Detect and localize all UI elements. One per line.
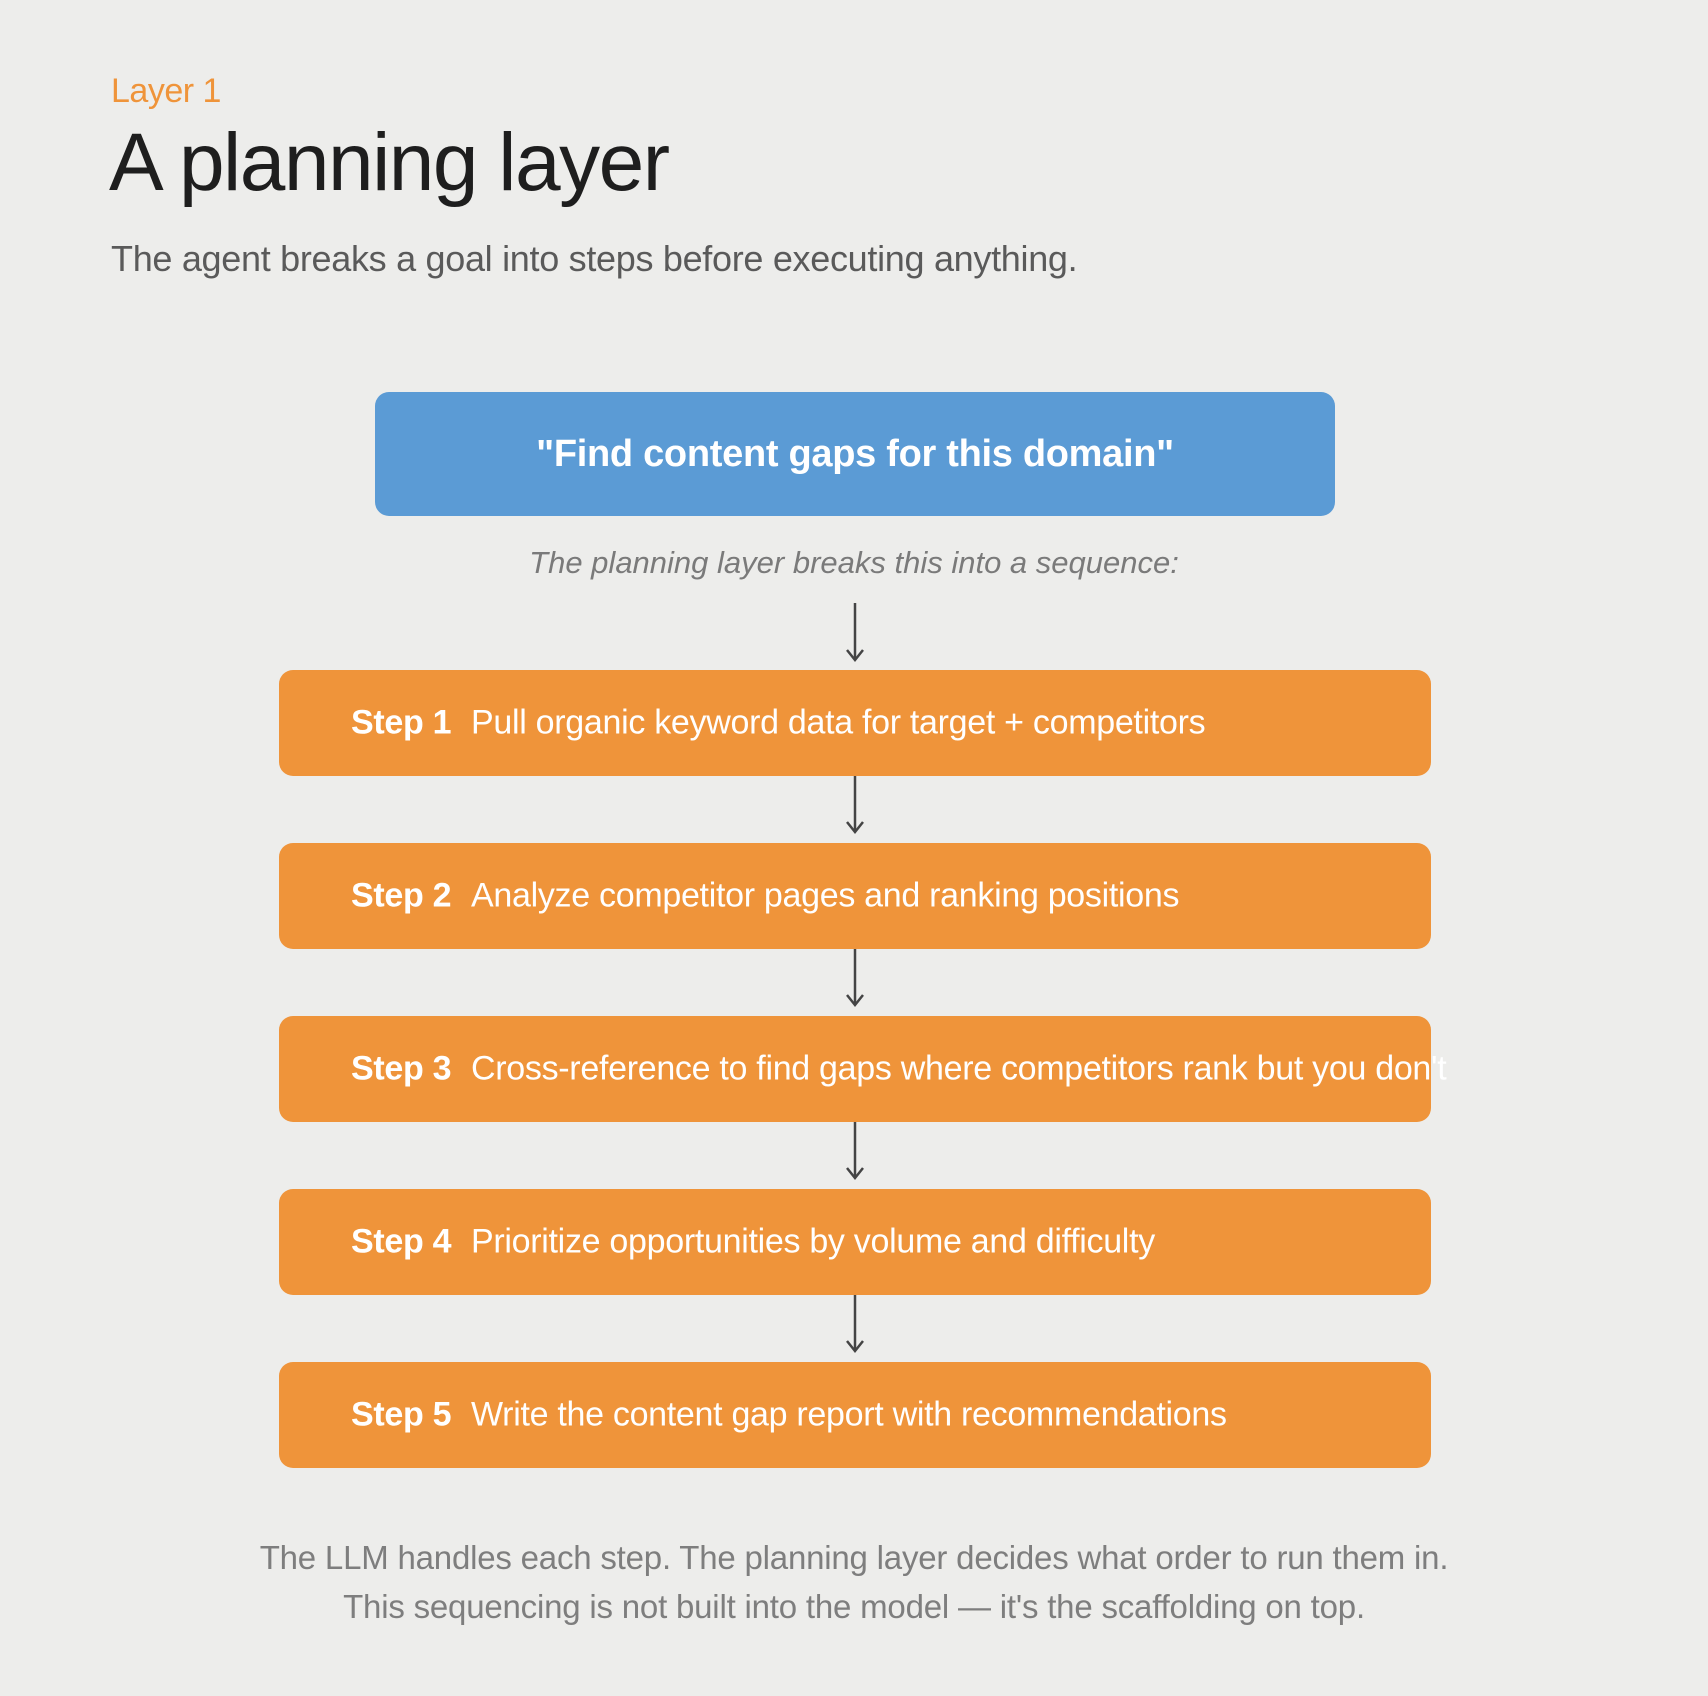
footer-line: The LLM handles each step. The planning … (259, 1539, 1449, 1576)
step-label: Step 5 (351, 1395, 452, 1434)
page-title: A planning layer (109, 117, 670, 208)
arrow-down-icon (846, 775, 864, 835)
arrow-down-icon (846, 1121, 864, 1181)
arrow-down-icon (846, 948, 864, 1008)
footer-line: This sequencing is not built into the mo… (343, 1588, 1365, 1625)
step-description: Write the content gap report with recomm… (471, 1395, 1227, 1434)
arrow-down-icon (846, 603, 864, 663)
layer-eyebrow: Layer 1 (111, 72, 221, 110)
step-2-box: Step 2 Analyze competitor pages and rank… (279, 843, 1431, 949)
step-label: Step 3 (351, 1049, 452, 1088)
sequence-caption: The planning layer breaks this into a se… (529, 545, 1179, 580)
step-description: Cross-reference to find gaps where compe… (471, 1049, 1447, 1088)
step-3-box: Step 3 Cross-reference to find gaps wher… (279, 1016, 1447, 1122)
step-label: Step 2 (351, 876, 452, 915)
step-4-box: Step 4 Prioritize opportunities by volum… (279, 1189, 1431, 1295)
step-description: Prioritize opportunities by volume and d… (471, 1222, 1155, 1261)
goal-box: "Find content gaps for this domain" (375, 392, 1335, 516)
step-label: Step 1 (351, 703, 452, 742)
footer-note: The LLM handles each step. The planning … (0, 1533, 1708, 1631)
step-1-box: Step 1 Pull organic keyword data for tar… (279, 670, 1431, 776)
arrow-down-icon (846, 1294, 864, 1354)
page-subtitle: The agent breaks a goal into steps befor… (111, 238, 1078, 279)
step-5-box: Step 5 Write the content gap report with… (279, 1362, 1431, 1468)
goal-text: "Find content gaps for this domain" (536, 432, 1174, 475)
step-description: Pull organic keyword data for target + c… (471, 703, 1206, 742)
step-description: Analyze competitor pages and ranking pos… (471, 876, 1180, 915)
step-label: Step 4 (351, 1222, 452, 1261)
